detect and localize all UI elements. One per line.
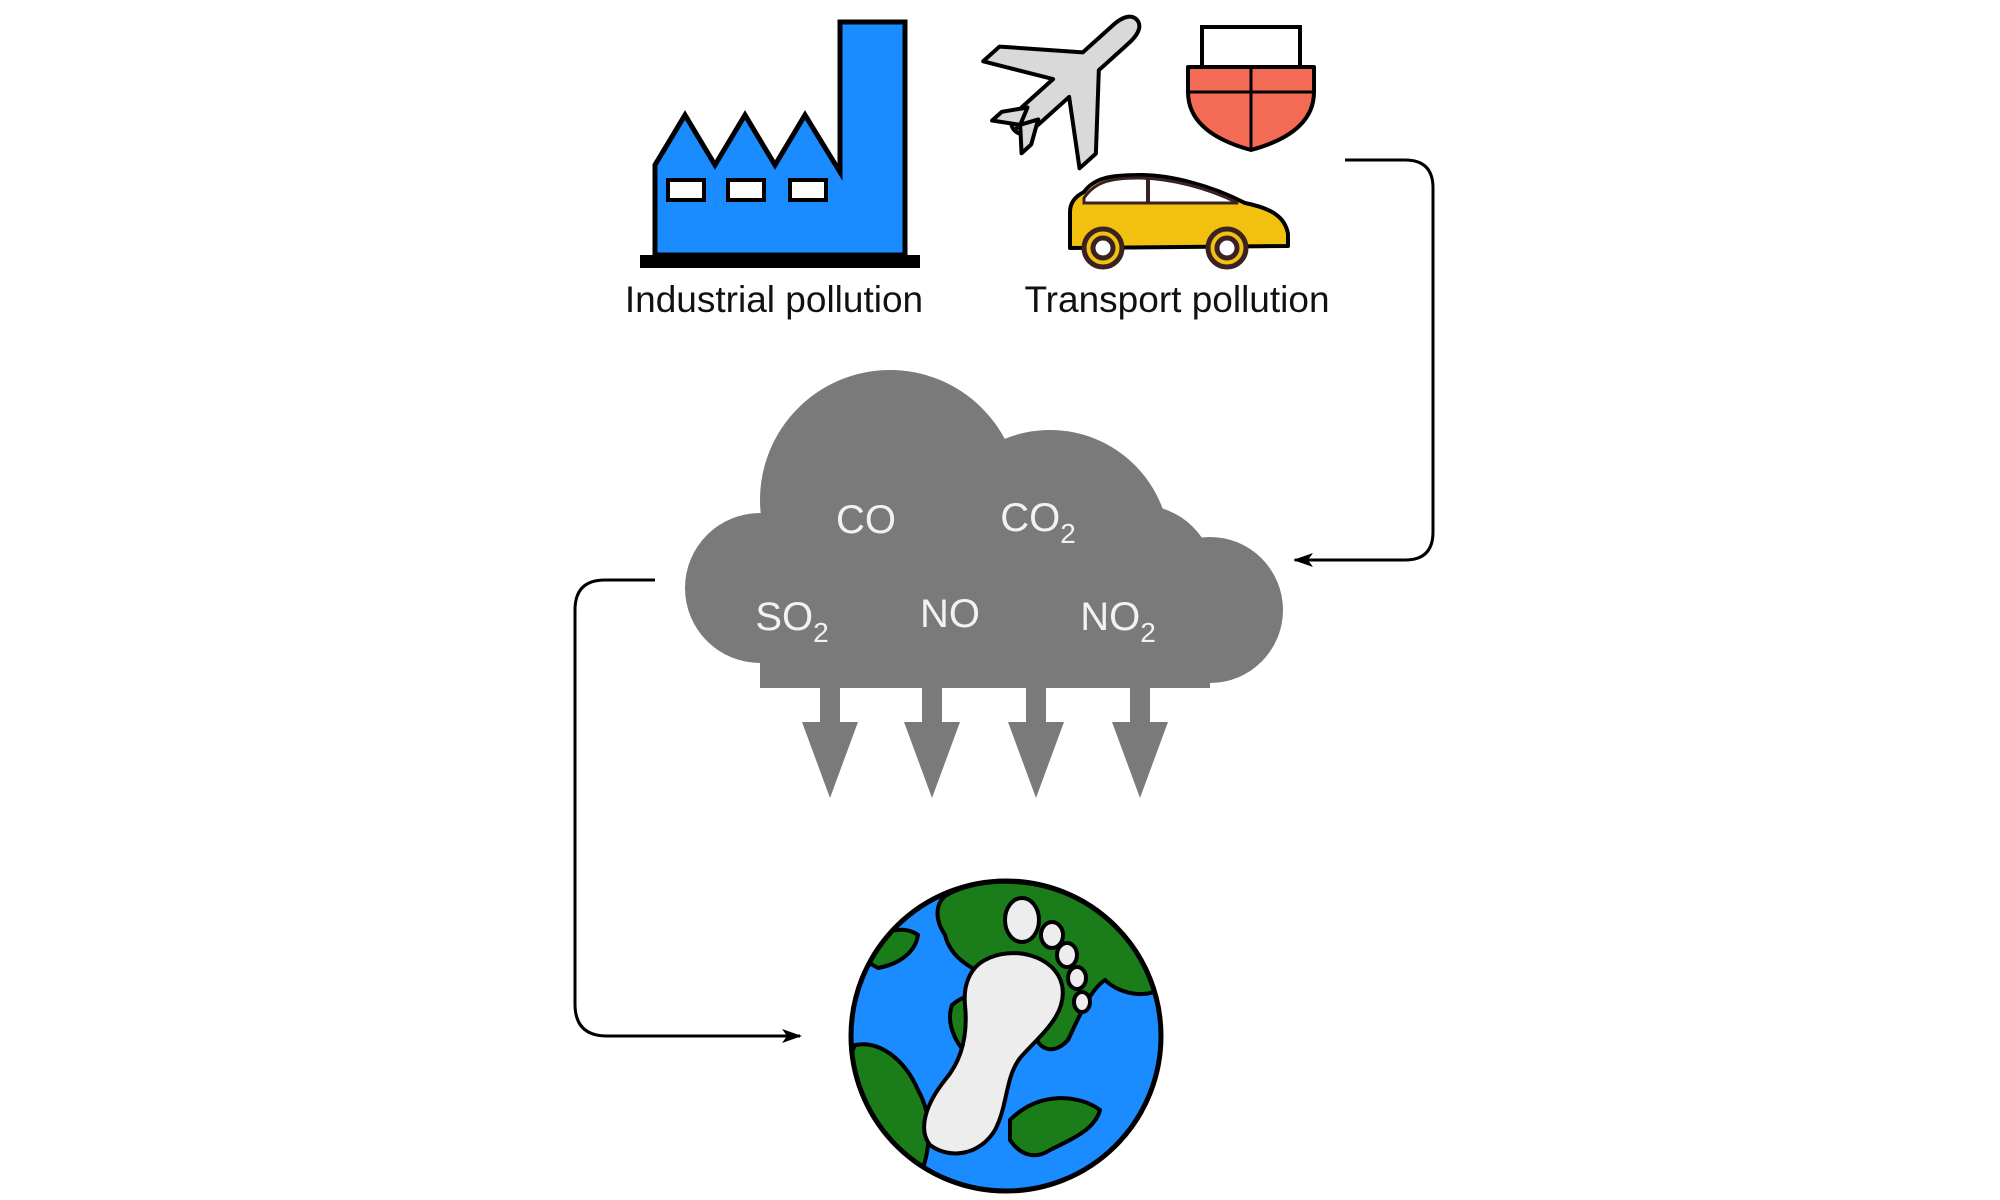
industrial-pollution-label: Industrial pollution (625, 279, 923, 320)
ship-icon (1186, 25, 1316, 152)
transport-pollution-label: Transport pollution (1024, 279, 1329, 320)
airplane-icon (981, 14, 1142, 171)
footprint-icon (922, 896, 1092, 1156)
gas-label-no2: NO2 (1080, 595, 1156, 648)
transport-to-cloud-arrow (1293, 158, 1435, 567)
gas-label-co: CO (836, 498, 896, 542)
gas-label-no: NO (920, 592, 980, 636)
gas-label-co2: CO2 (1000, 496, 1076, 549)
car-icon (1068, 173, 1290, 270)
gas-label-so2: SO2 (755, 595, 828, 648)
factory-icon (640, 19, 920, 268)
cloud-icon (685, 370, 1283, 798)
cloud-to-globe-arrow (573, 578, 802, 1043)
